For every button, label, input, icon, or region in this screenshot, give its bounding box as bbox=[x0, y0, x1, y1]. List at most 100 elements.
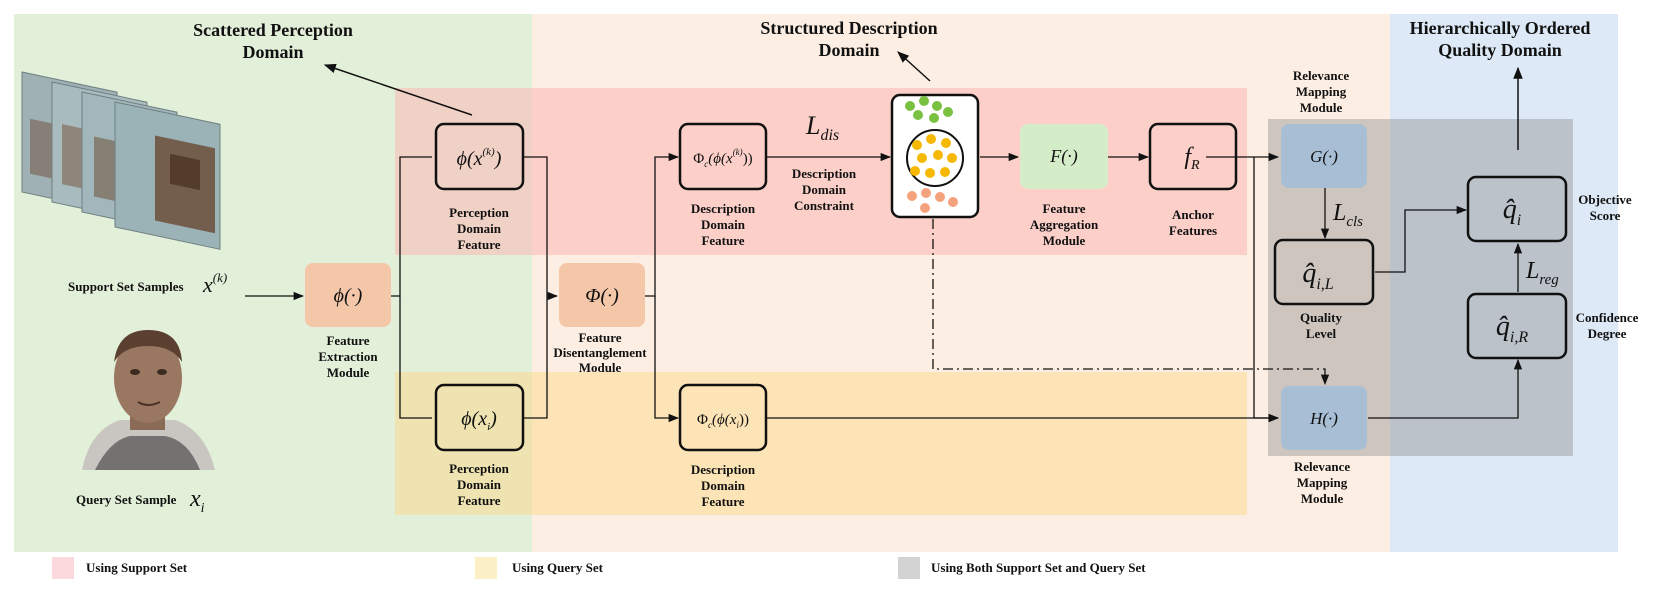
desc-support-box[interactable] bbox=[678, 122, 768, 191]
anchor-symbol: fR bbox=[1184, 144, 1200, 173]
confidence-label-1: Confidence bbox=[1576, 310, 1639, 325]
query-set-symbol: xi bbox=[189, 486, 205, 516]
scattered-domain-title-1: Scattered Perception bbox=[193, 20, 353, 40]
perception-query-label-2: Domain bbox=[457, 477, 502, 492]
quality-level-label-1: Quality bbox=[1300, 310, 1342, 325]
scattered-domain-title-2: Domain bbox=[242, 42, 303, 62]
perception-query-box[interactable] bbox=[434, 383, 525, 452]
anchor-label-1: Anchor bbox=[1172, 207, 1214, 222]
desc-query-label-3: Feature bbox=[701, 494, 744, 509]
perception-support-box[interactable] bbox=[434, 122, 525, 191]
feature-extraction-label-1: Feature bbox=[326, 333, 369, 348]
perception-support-label-2: Domain bbox=[457, 221, 502, 236]
arrow-to-structured-title bbox=[897, 51, 931, 82]
constraint-label-3: Constraint bbox=[794, 198, 855, 213]
relevance-h-box[interactable] bbox=[1281, 386, 1367, 450]
legend-swatch-query bbox=[475, 557, 497, 579]
relevance-h-symbol: H(·) bbox=[1309, 409, 1338, 428]
hierarchical-domain-bg bbox=[1390, 14, 1618, 552]
split-line-extraction bbox=[391, 156, 432, 297]
confidence-box[interactable] bbox=[1466, 292, 1568, 360]
query-face-image bbox=[82, 330, 215, 470]
desc-support-symbol: Φc(ϕ(x(k))) bbox=[693, 147, 752, 169]
desc-query-symbol: Φc(ϕ(xi)) bbox=[697, 412, 749, 430]
relevance-h-label-1: Relevance bbox=[1294, 459, 1351, 474]
objective-label-1: Objective bbox=[1578, 192, 1632, 207]
disentangle-label-2: Disentanglement bbox=[553, 345, 647, 360]
hierarchical-domain-title-2: Quality Domain bbox=[1438, 40, 1562, 60]
desc-query-label-2: Domain bbox=[701, 478, 746, 493]
query-set-label: Query Set Sample bbox=[76, 492, 177, 507]
relevance-g-box[interactable] bbox=[1281, 124, 1367, 188]
anchor-label-2: Features bbox=[1169, 223, 1217, 238]
perception-support-label-3: Feature bbox=[457, 237, 500, 252]
relevance-h-label-3: Module bbox=[1301, 491, 1344, 506]
feature-extraction-label-2: Extraction bbox=[318, 349, 378, 364]
support-set-symbol: x(k) bbox=[202, 270, 227, 297]
desc-support-label-3: Feature bbox=[701, 233, 744, 248]
disentangle-symbol: Φ(·) bbox=[585, 285, 619, 307]
loss-dis: Ldis bbox=[805, 111, 839, 144]
h-to-confidence bbox=[1368, 358, 1523, 419]
desc-query-label-1: Description bbox=[691, 462, 756, 477]
support-set-image-stack bbox=[21, 71, 221, 250]
desc-support-label-1: Description bbox=[691, 201, 756, 216]
query-set-band bbox=[395, 372, 1247, 515]
perception-query-label-1: Perception bbox=[449, 461, 509, 476]
disentangle-label-1: Feature bbox=[578, 330, 621, 345]
quality-level-symbol: q̂i,L bbox=[1302, 258, 1333, 293]
relevance-h-label-2: Mapping bbox=[1297, 475, 1348, 490]
structured-domain-title-1: Structured Description bbox=[760, 18, 937, 38]
cluster-box bbox=[890, 93, 980, 219]
legend-label-support: Using Support Set bbox=[86, 560, 188, 575]
hierarchical-domain-title-1: Hierarchically Ordered bbox=[1410, 18, 1591, 38]
legend-swatch-both bbox=[898, 557, 920, 579]
objective-box[interactable] bbox=[1466, 175, 1568, 243]
disentangle-box[interactable] bbox=[559, 263, 645, 327]
perception-support-symbol: ϕ(x(k)) bbox=[457, 146, 502, 170]
perception-query-symbol: ϕ(xi) bbox=[461, 408, 497, 433]
disentangle-label-3: Module bbox=[579, 360, 622, 375]
perception-support-label-1: Perception bbox=[449, 205, 509, 220]
aggregation-symbol: F(·) bbox=[1049, 146, 1077, 167]
aggregation-label-3: Module bbox=[1043, 233, 1086, 248]
loss-cls: Lcls bbox=[1332, 200, 1363, 230]
relevance-g-label-1: Relevance bbox=[1293, 68, 1350, 83]
perception-support-out bbox=[523, 156, 548, 296]
constraint-label-1: Description bbox=[792, 166, 857, 181]
aggregation-label-1: Feature bbox=[1042, 201, 1085, 216]
quality-level-label-2: Level bbox=[1306, 326, 1337, 341]
objective-symbol: q̂i bbox=[1503, 194, 1521, 229]
aggregation-box[interactable] bbox=[1020, 124, 1108, 189]
feature-extraction-box[interactable] bbox=[305, 263, 391, 327]
quality-level-box[interactable] bbox=[1273, 238, 1375, 306]
confidence-label-2: Degree bbox=[1588, 326, 1627, 341]
legend-label-query: Using Query Set bbox=[512, 560, 604, 575]
objective-label-2: Score bbox=[1590, 208, 1621, 223]
feature-extraction-symbol: ϕ(·) bbox=[334, 285, 363, 307]
feature-extraction-label-3: Module bbox=[327, 365, 370, 380]
legend: Using Support Set Using Query Set Using … bbox=[52, 557, 1146, 579]
legend-label-both: Using Both Support Set and Query Set bbox=[931, 560, 1146, 575]
relevance-g-symbol: G(·) bbox=[1310, 147, 1338, 166]
relevance-g-label-2: Mapping bbox=[1296, 84, 1347, 99]
split-line-extraction-low bbox=[399, 296, 432, 419]
aggregation-label-2: Aggregation bbox=[1030, 217, 1099, 232]
desc-support-label-2: Domain bbox=[701, 217, 746, 232]
loss-reg: Lreg bbox=[1525, 258, 1559, 288]
anchor-box[interactable] bbox=[1148, 122, 1238, 191]
arrow-to-scattered-title bbox=[323, 63, 473, 116]
structured-domain-title-2: Domain bbox=[818, 40, 879, 60]
desc-query-box[interactable] bbox=[678, 383, 768, 452]
support-set-label: Support Set Samples bbox=[68, 279, 184, 294]
perception-query-label-3: Feature bbox=[457, 493, 500, 508]
relevance-g-label-3: Module bbox=[1300, 100, 1343, 115]
legend-swatch-support bbox=[52, 557, 74, 579]
disentangle-out-up bbox=[645, 152, 680, 297]
perception-query-out bbox=[523, 296, 548, 419]
disentangle-out-down bbox=[654, 296, 680, 423]
quality-to-objective bbox=[1375, 205, 1468, 273]
constraint-label-2: Domain bbox=[802, 182, 847, 197]
dashdot-cluster-to-h bbox=[932, 219, 1330, 386]
